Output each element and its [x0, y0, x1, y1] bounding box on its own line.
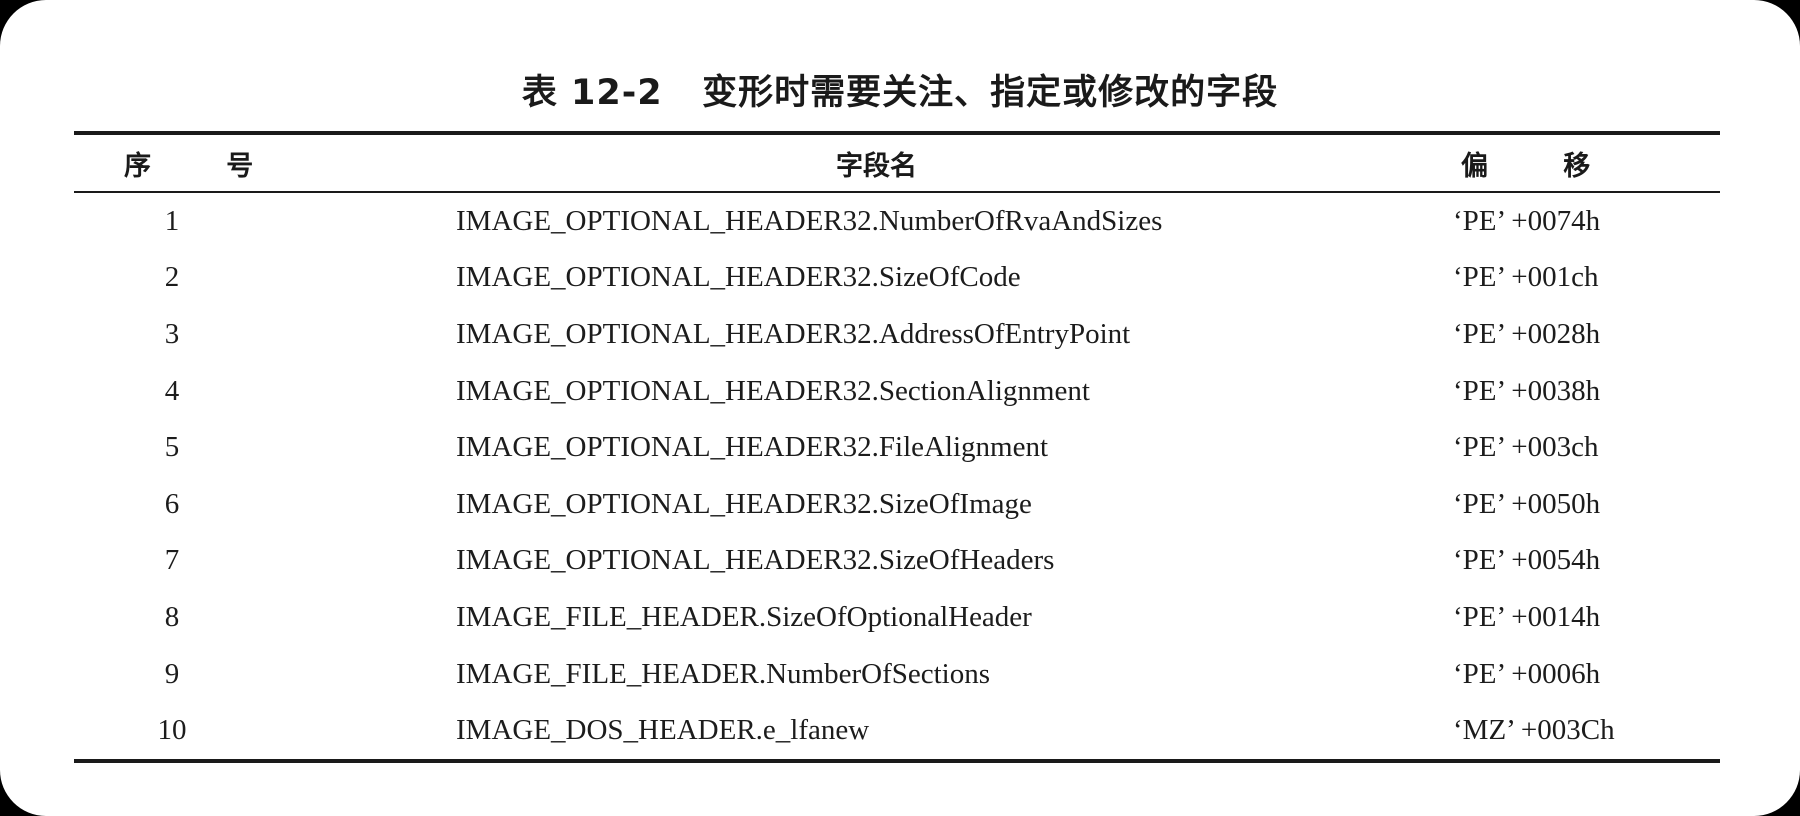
- row-field-name: IMAGE_OPTIONAL_HEADER32.SizeOfImage: [456, 487, 1032, 520]
- row-offset: ‘PE’ +001ch: [1453, 261, 1599, 294]
- row-number: 9: [164, 657, 180, 690]
- row-offset: ‘PE’ +0054h: [1453, 544, 1601, 577]
- table-body: 1 IMAGE_OPTIONAL_HEADER32.NumberOfRvaAnd…: [74, 192, 1720, 761]
- header-sequence-number: 序 号: [74, 133, 332, 193]
- row-offset: ‘PE’ +0014h: [1453, 600, 1601, 633]
- row-field-name: IMAGE_OPTIONAL_HEADER32.SectionAlignment: [456, 374, 1090, 407]
- row-number: 7: [164, 544, 180, 577]
- row-field-name: IMAGE_DOS_HEADER.e_lfanew: [456, 714, 870, 747]
- row-field-name: IMAGE_OPTIONAL_HEADER32.SizeOfCode: [456, 261, 1021, 294]
- row-offset: ‘PE’ +0028h: [1453, 317, 1601, 350]
- fields-table: 序 号 字段名 偏 移 1 IMAGE_OPTIONAL_HEADER32.Nu…: [74, 131, 1720, 763]
- row-offset: ‘PE’ +0074h: [1453, 204, 1601, 237]
- row-number: 4: [164, 374, 180, 407]
- table-row: 7 IMAGE_OPTIONAL_HEADER32.SizeOfHeaders …: [74, 533, 1720, 590]
- row-offset: ‘MZ’ +003Ch: [1453, 714, 1615, 747]
- row-offset: ‘PE’ +0038h: [1453, 374, 1601, 407]
- row-offset: ‘PE’ +0050h: [1453, 487, 1601, 520]
- row-number: 3: [164, 317, 180, 350]
- row-field-name: IMAGE_OPTIONAL_HEADER32.SizeOfHeaders: [456, 544, 1055, 577]
- row-number: 8: [164, 600, 180, 633]
- row-field-name: IMAGE_FILE_HEADER.NumberOfSections: [456, 657, 991, 690]
- row-field-name: IMAGE_OPTIONAL_HEADER32.AddressOfEntryPo…: [456, 317, 1131, 350]
- row-field-name: IMAGE_OPTIONAL_HEADER32.FileAlignment: [456, 431, 1049, 464]
- row-offset: ‘PE’ +0006h: [1453, 657, 1601, 690]
- table-caption: 表 12-2 变形时需要关注、指定或修改的字段: [521, 73, 1279, 113]
- table-row: 2 IMAGE_OPTIONAL_HEADER32.SizeOfCode ‘PE…: [74, 250, 1720, 307]
- row-field-name: IMAGE_FILE_HEADER.SizeOfOptionalHeader: [456, 600, 1032, 633]
- table-row: 5 IMAGE_OPTIONAL_HEADER32.FileAlignment …: [74, 419, 1720, 476]
- header-row: 序 号 字段名 偏 移: [74, 133, 1720, 193]
- table-header: 序 号 字段名 偏 移: [74, 133, 1720, 193]
- table-row: 4 IMAGE_OPTIONAL_HEADER32.SectionAlignme…: [74, 363, 1720, 420]
- table-container: 序 号 字段名 偏 移 1 IMAGE_OPTIONAL_HEADER32.Nu…: [74, 131, 1720, 763]
- table-row: 1 IMAGE_OPTIONAL_HEADER32.NumberOfRvaAnd…: [74, 192, 1720, 250]
- header-offset: 偏 移: [1405, 133, 1720, 193]
- row-number: 6: [164, 487, 180, 520]
- table-row: 3 IMAGE_OPTIONAL_HEADER32.AddressOfEntry…: [74, 306, 1720, 363]
- row-number: 5: [164, 431, 180, 464]
- row-field-name: IMAGE_OPTIONAL_HEADER32.NumberOfRvaAndSi…: [456, 204, 1163, 237]
- row-number: 1: [164, 204, 180, 237]
- table-row: 6 IMAGE_OPTIONAL_HEADER32.SizeOfImage ‘P…: [74, 476, 1720, 533]
- table-row: 9 IMAGE_FILE_HEADER.NumberOfSections ‘PE…: [74, 646, 1720, 703]
- header-field-name: 字段名: [332, 133, 1405, 193]
- row-offset: ‘PE’ +003ch: [1453, 431, 1599, 464]
- row-number: 2: [164, 261, 180, 294]
- table-row: 10 IMAGE_DOS_HEADER.e_lfanew ‘MZ’ +003Ch: [74, 702, 1720, 761]
- table-row: 8 IMAGE_FILE_HEADER.SizeOfOptionalHeader…: [74, 589, 1720, 646]
- row-number: 10: [157, 714, 187, 747]
